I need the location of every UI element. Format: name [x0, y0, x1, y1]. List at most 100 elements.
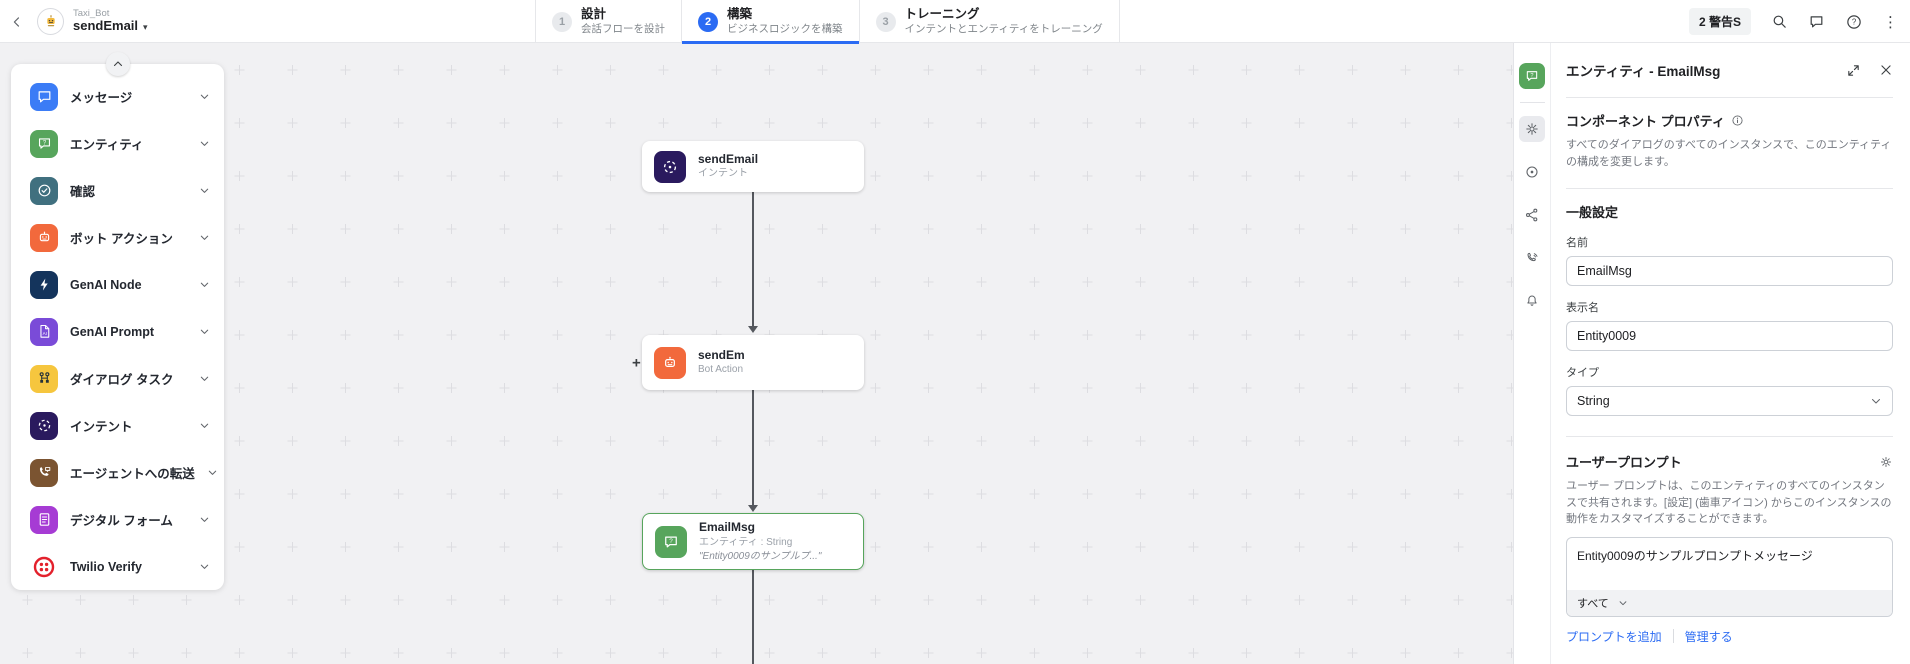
dialog-switcher[interactable]: sendEmail ▾: [73, 19, 148, 34]
expand-icon: [1848, 64, 1859, 76]
prompt-message-box[interactable]: Entity0009のサンプルプロンプトメッセージ すべて: [1566, 536, 1893, 617]
node-subtitle: エンティティ : String: [699, 536, 793, 548]
svg-text:AI: AI: [42, 331, 46, 336]
chevron-down-icon[interactable]: [199, 561, 210, 572]
chevron-down-icon[interactable]: [199, 326, 210, 337]
flow-canvas[interactable]: sendEmail インテント + sendEm Bot Action ? Em…: [0, 43, 1513, 664]
node-title: EmailMsg: [699, 520, 756, 535]
caret-down-icon: ▾: [143, 21, 148, 32]
tab-build-number: 2: [698, 11, 718, 32]
palette-item-label: インテント: [70, 420, 133, 434]
connector-line: [752, 192, 754, 326]
node-emailmsg-entity[interactable]: ? EmailMsg エンティティ : String "Entity0009のサ…: [642, 513, 864, 570]
palette-item-agent-transfer[interactable]: エージェントへの転送: [11, 449, 224, 496]
target-icon: [1526, 166, 1538, 178]
close-panel-button[interactable]: [1879, 63, 1893, 77]
breadcrumb-app: Taxi_Bot: [73, 7, 110, 19]
entity-properties-panel: ? エンティティ - EmailMsg: [1513, 43, 1910, 664]
more-menu-button[interactable]: ⋮: [1883, 13, 1898, 31]
arrow-down-icon: [748, 505, 758, 512]
chevron-down-icon[interactable]: [199, 138, 210, 149]
panel-tab-notifications[interactable]: [1519, 288, 1545, 314]
display-name-label: 表示名: [1566, 302, 1599, 315]
breadcrumb: Taxi_Bot sendEmail ▾: [73, 7, 148, 35]
expand-panel-button[interactable]: [1846, 63, 1861, 78]
chevron-down-icon: [1619, 600, 1627, 605]
palette-item-message[interactable]: メッセージ: [11, 73, 224, 120]
add-node-handle[interactable]: +: [632, 354, 641, 371]
palette-item-label: エンティティ: [70, 138, 144, 152]
chevron-down-icon[interactable]: [199, 91, 210, 102]
palette-item-confirm[interactable]: 確認: [11, 167, 224, 214]
chevron-left-icon: [13, 16, 20, 27]
warnings-badge[interactable]: 2 警告S: [1688, 8, 1751, 35]
chevron-down-icon[interactable]: [199, 514, 210, 525]
phone-transfer-icon: [30, 458, 58, 487]
node-title: sendEmail: [698, 151, 759, 166]
user-prompt-heading: ユーザープロンプト: [1566, 455, 1682, 471]
palette-item-label: GenAI Node: [70, 277, 142, 292]
palette-item-genai-node[interactable]: GenAI Node: [11, 261, 224, 308]
palette-item-digital-form[interactable]: デジタル フォーム: [11, 496, 224, 543]
search-button[interactable]: [1771, 13, 1788, 30]
intent-icon: [654, 150, 686, 183]
panel-title: エンティティ - EmailMsg: [1566, 64, 1721, 79]
chevron-down-icon[interactable]: [199, 279, 210, 290]
palette-item-bot-action[interactable]: ボット アクション: [11, 214, 224, 261]
display-name-field[interactable]: [1566, 321, 1893, 352]
add-prompt-link[interactable]: プロンプトを追加: [1566, 629, 1662, 644]
palette-item-label: GenAI Prompt: [70, 324, 155, 339]
node-sendemail-intent[interactable]: sendEmail インテント: [642, 141, 864, 192]
tab-training[interactable]: 3 トレーニング インテントとエンティティをトレーニング: [858, 0, 1120, 43]
node-prompt-preview: "Entity0009のサンプルプ...": [699, 550, 822, 562]
type-select[interactable]: String: [1566, 386, 1893, 417]
prompt-channel-filter[interactable]: すべて: [1567, 589, 1892, 616]
help-button[interactable]: ?: [1845, 13, 1863, 31]
prompt-message-text[interactable]: Entity0009のサンプルプロンプトメッセージ: [1577, 548, 1813, 563]
tab-design[interactable]: 1 設計 会話フローを設計: [535, 0, 681, 43]
chevron-down-icon[interactable]: [199, 185, 210, 196]
chevron-up-icon: [113, 61, 122, 67]
panel-tab-voice[interactable]: [1519, 245, 1545, 271]
chevron-down-icon[interactable]: [199, 373, 210, 384]
info-icon[interactable]: [1731, 114, 1744, 127]
node-sendem-botaction[interactable]: + sendEm Bot Action: [632, 335, 864, 390]
component-properties-heading: コンポーネント プロパティ: [1566, 114, 1725, 129]
component-properties-description: すべてのダイアログのすべてのインスタンスで、このエンティティの構成を変更します。: [1566, 139, 1892, 169]
palette-item-genai-prompt[interactable]: AI GenAI Prompt: [11, 308, 224, 355]
bot-avatar[interactable]: [37, 8, 64, 35]
palette-item-entity[interactable]: ? エンティティ: [11, 120, 224, 167]
bot-action-icon: [30, 223, 58, 252]
gear-icon: [1880, 456, 1892, 467]
flow-diagram-icon: [30, 364, 58, 393]
stage-tabs: 1 設計 会話フローを設計 2 構築 ビジネスロジックを構築 3 トレーニング …: [535, 0, 1120, 44]
prompt-settings-button[interactable]: [1879, 455, 1893, 469]
chevron-down-icon[interactable]: [199, 420, 210, 431]
panel-tab-instance[interactable]: [1519, 159, 1545, 185]
palette-item-label: エージェントへの転送: [70, 467, 195, 481]
palette-collapse-button[interactable]: [105, 52, 130, 76]
manage-prompts-link[interactable]: 管理する: [1684, 629, 1733, 644]
entity-icon: ?: [1519, 63, 1545, 89]
palette-item-intent[interactable]: インテント: [11, 402, 224, 449]
tab-design-number: 1: [552, 11, 572, 32]
back-button[interactable]: [6, 11, 28, 33]
palette-item-label: デジタル フォーム: [70, 514, 173, 528]
palette-item-dialog-task[interactable]: ダイアログ タスク: [11, 355, 224, 402]
palette-item-twilio-verify[interactable]: Twilio Verify: [11, 543, 224, 590]
chevron-down-icon: [1872, 399, 1880, 404]
node-subtitle: Bot Action: [698, 364, 744, 376]
bell-icon: [1527, 295, 1537, 306]
name-field[interactable]: [1566, 256, 1893, 287]
tab-build[interactable]: 2 構築 ビジネスロジックを構築: [681, 0, 859, 44]
panel-tab-connections[interactable]: [1519, 202, 1545, 228]
divider: [1672, 629, 1674, 644]
prompt-channel-filter-value: すべて: [1577, 597, 1609, 610]
chevron-down-icon[interactable]: [207, 467, 218, 478]
panel-tab-settings[interactable]: [1519, 116, 1545, 142]
chat-button[interactable]: [1808, 13, 1825, 30]
tab-training-number: 3: [875, 11, 896, 32]
tab-design-title: 設計: [581, 7, 607, 22]
chevron-down-icon[interactable]: [199, 232, 210, 243]
svg-text:?: ?: [1852, 17, 1857, 26]
